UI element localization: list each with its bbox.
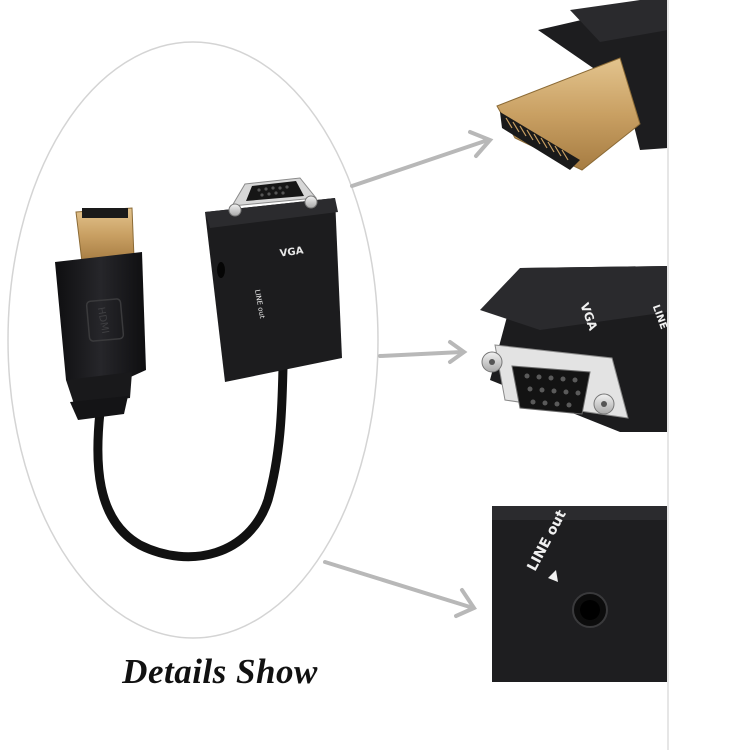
detail-line-out: LINE out bbox=[492, 506, 668, 682]
arrow-bottom bbox=[323, 560, 472, 609]
main-vga-box: VGA LINE out bbox=[205, 177, 342, 382]
main-hdmi-label: HDMI bbox=[95, 306, 110, 334]
divider bbox=[667, 0, 669, 750]
detail-vga-port: VGA LINE bbox=[480, 266, 669, 432]
arrow-top bbox=[350, 138, 490, 188]
caption: Details Show bbox=[122, 652, 318, 691]
main-cable bbox=[93, 363, 288, 562]
detail-hdmi-plug bbox=[496, 0, 668, 171]
arrow-middle bbox=[378, 350, 464, 358]
arrows bbox=[323, 130, 494, 618]
oval-frame bbox=[7, 41, 379, 639]
main-vga-label: VGA bbox=[279, 245, 304, 259]
main-hdmi-plug: HDMI bbox=[55, 207, 146, 420]
